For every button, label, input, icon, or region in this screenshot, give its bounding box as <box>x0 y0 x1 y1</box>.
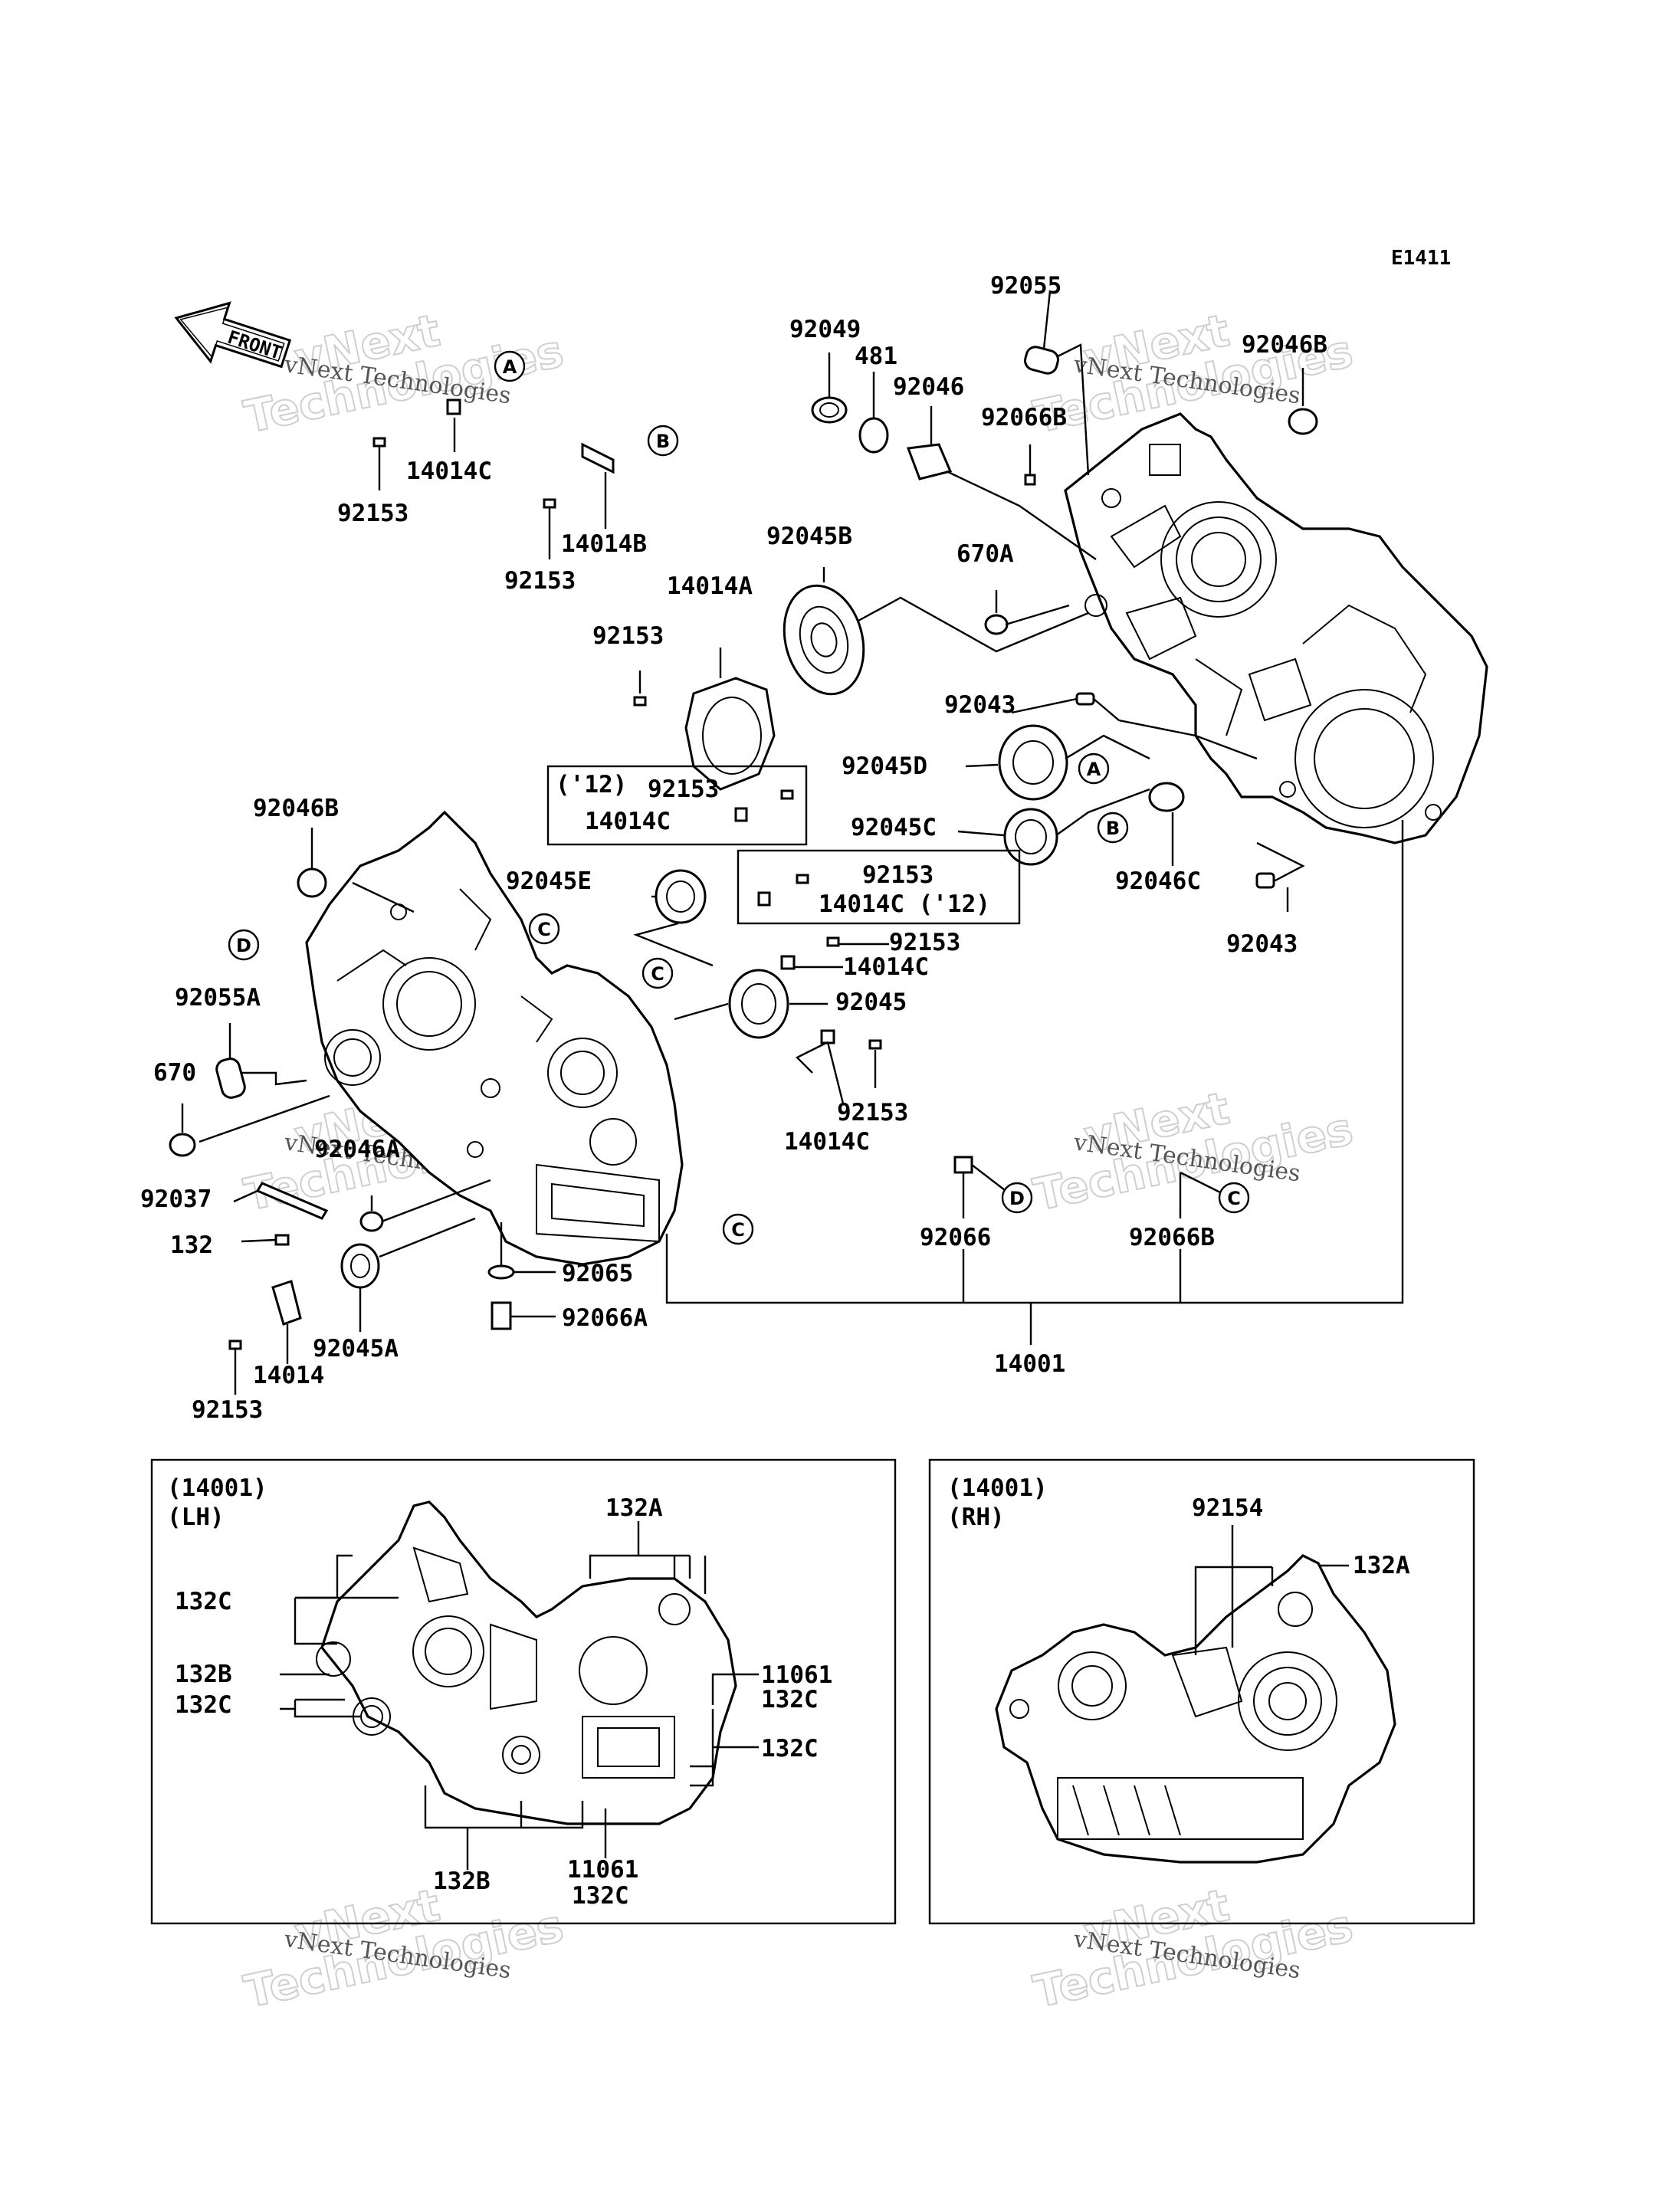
part-label: 92045E <box>506 867 592 895</box>
part-label: 92066B <box>981 404 1067 431</box>
lh-label: 132C <box>761 1735 819 1763</box>
lh-label: 132A <box>605 1494 663 1522</box>
rh-panel-title1: (14001) <box>947 1474 1048 1502</box>
part-label: 92153 <box>192 1396 263 1424</box>
rh-detail-panel: (14001) (RH) 92154 132A <box>928 1458 1475 1925</box>
year-box-2 <box>737 849 1021 925</box>
part-label: 14014 <box>253 1362 324 1389</box>
part-label: 92049 <box>789 316 861 343</box>
year-tag: ('12) <box>556 771 627 798</box>
lh-label: 132B <box>175 1661 232 1688</box>
part-label: 92046B <box>253 795 339 822</box>
svg-text:D: D <box>236 935 251 956</box>
svg-text:C: C <box>1227 1188 1241 1209</box>
lh-panel-title1: (14001) <box>167 1474 267 1502</box>
part-label: 14014B <box>561 530 647 558</box>
part-label: 92045A <box>313 1335 399 1362</box>
svg-text:B: B <box>656 431 670 452</box>
callout-b: B <box>1097 812 1129 844</box>
callout-c: C <box>641 957 674 989</box>
front-arrow-icon: FRONT <box>174 301 292 369</box>
part-label: 14014C <box>406 457 492 485</box>
callout-circles: A B A B D C C C D C <box>228 350 1250 1245</box>
part-label: 92055 <box>990 272 1061 300</box>
rh-panel-title2: (RH) <box>947 1503 1005 1531</box>
part-label: 92046A <box>314 1136 400 1163</box>
leader-lines <box>181 290 1404 1395</box>
part-label: 92066B <box>1129 1224 1215 1251</box>
part-label: 92153 <box>337 500 409 527</box>
svg-text:A: A <box>503 356 517 378</box>
lh-panel-title2: (LH) <box>167 1503 225 1531</box>
lh-label: 132B <box>433 1867 491 1895</box>
part-label: 92043 <box>1226 930 1298 958</box>
part-label: 92045 <box>835 989 907 1016</box>
callout-c: C <box>722 1213 754 1245</box>
lh-label: 132C <box>761 1686 819 1713</box>
year-box-1 <box>546 765 808 846</box>
callout-a: A <box>1078 753 1110 785</box>
part-label: 92153 <box>889 929 960 956</box>
part-label: 14014C <box>784 1128 870 1156</box>
part-label: 92046 <box>893 373 964 401</box>
svg-text:C: C <box>651 963 664 985</box>
part-label: 14014C <box>585 808 671 835</box>
callout-b: B <box>647 425 679 457</box>
part-label: 14014C ('12) <box>819 890 990 918</box>
part-label: 481 <box>855 343 897 370</box>
part-label: 92045D <box>842 753 927 780</box>
part-label: 92153 <box>592 622 664 650</box>
part-label: 92153 <box>862 861 934 889</box>
part-label: 92153 <box>504 567 576 595</box>
part-label: 670 <box>153 1059 196 1087</box>
rh-label: 132A <box>1353 1552 1410 1579</box>
part-label: 14001 <box>994 1350 1065 1378</box>
callout-d: D <box>228 929 260 961</box>
lh-label: 132C <box>572 1882 629 1910</box>
lh-label: 11061 <box>761 1661 832 1689</box>
part-label: 92037 <box>140 1185 212 1213</box>
part-label: 92043 <box>944 691 1016 719</box>
part-label: 92046C <box>1115 867 1201 895</box>
part-label: 92153 <box>648 776 719 803</box>
rh-crankcase-half <box>1064 412 1488 844</box>
svg-text:C: C <box>731 1219 745 1241</box>
part-label: 92066A <box>562 1304 648 1332</box>
lh-crankcase-half <box>305 810 684 1266</box>
svg-text:D: D <box>1009 1188 1025 1209</box>
lh-detail-panel: (14001) (LH) 1 <box>150 1458 897 1925</box>
part-label: 92066 <box>920 1224 991 1251</box>
callout-a: A <box>494 350 526 382</box>
part-label: 92055A <box>175 984 261 1012</box>
lh-label: 11061 <box>567 1856 638 1884</box>
part-label: 14014C <box>843 953 929 981</box>
callout-c: C <box>1218 1182 1250 1214</box>
part-label: 92153 <box>837 1099 908 1126</box>
part-labels: 92055 92046B 92049 481 92046 92066B 1401… <box>140 272 1327 1424</box>
part-label: 92045B <box>766 523 852 550</box>
diagram-code: E1411 <box>1391 247 1451 270</box>
part-label: 14014A <box>667 572 753 600</box>
part-label: 670A <box>956 540 1014 568</box>
svg-text:C: C <box>537 919 551 940</box>
part-label: 92045C <box>851 814 937 841</box>
svg-text:B: B <box>1106 818 1120 839</box>
callout-c: C <box>528 913 560 945</box>
part-label: 92046B <box>1242 331 1327 359</box>
svg-text:A: A <box>1087 759 1101 780</box>
lh-label: 132C <box>175 1588 232 1615</box>
callout-d: D <box>1001 1182 1033 1214</box>
lh-label: 132C <box>175 1691 232 1719</box>
part-label: 92065 <box>562 1260 633 1287</box>
rh-label: 92154 <box>1192 1494 1263 1522</box>
part-label: 132 <box>170 1231 213 1259</box>
